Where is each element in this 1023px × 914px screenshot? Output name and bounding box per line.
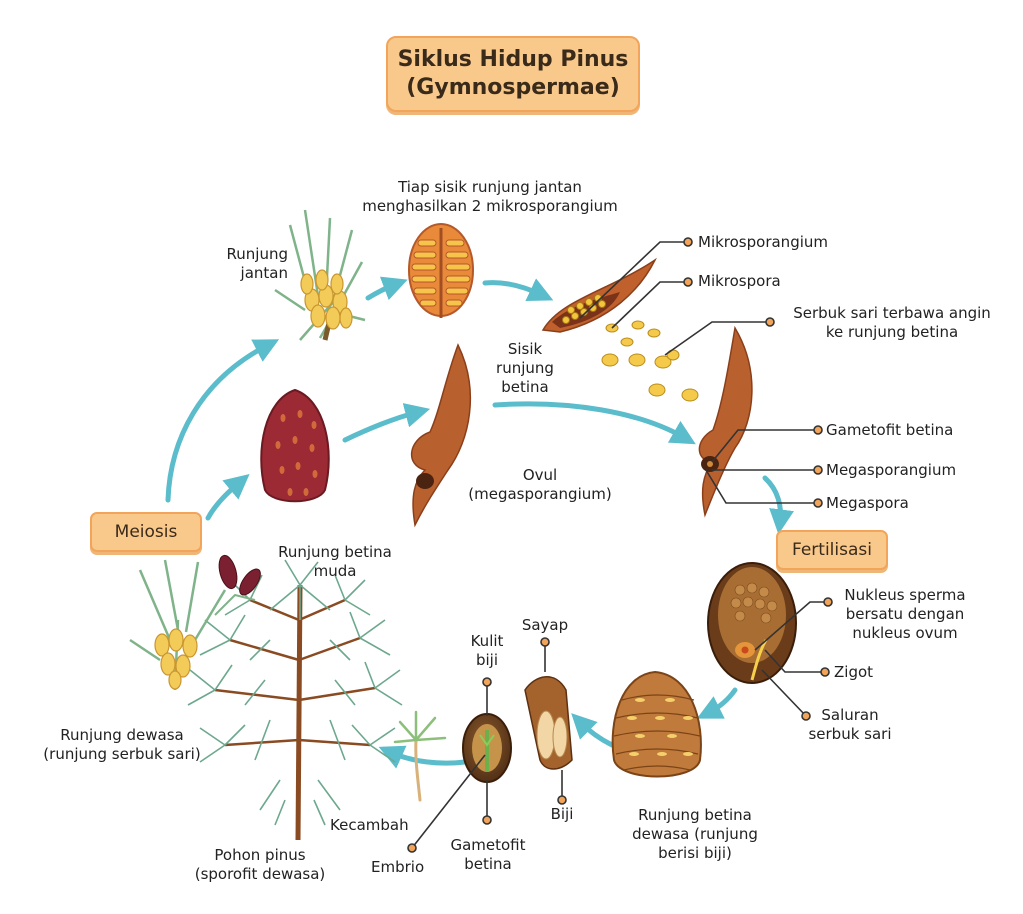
- title-box: Siklus Hidup Pinus (Gymnospermae): [386, 36, 640, 112]
- arrow-cone-to-scale: [482, 278, 554, 301]
- label-zigot: Zigot: [834, 663, 874, 681]
- label-kecambah: Kecambah: [330, 816, 409, 834]
- male-cone-branch-illustration: [274, 209, 366, 341]
- sprout-illustration: [393, 710, 447, 802]
- label-mikrospora: Mikrospora: [698, 272, 781, 290]
- pine-tree-illustration: [187, 559, 403, 841]
- pollen-grains: [601, 320, 699, 402]
- female-scale-illustration: [410, 343, 472, 528]
- label-ovul: Ovul(megasporangium): [468, 466, 612, 503]
- arrow-male-cone-to-cone: [365, 276, 408, 301]
- winged-seed-illustration: [524, 676, 573, 770]
- young-female-cone-illustration: [260, 388, 330, 503]
- arrow-seed-to-sprout: [378, 745, 468, 769]
- meiosis-tag: Meiosis: [90, 512, 202, 552]
- label-megasporangium: Megasporangium: [826, 461, 957, 479]
- seed-section-illustration: [462, 713, 512, 783]
- arrow-female-cone-to-scale: [342, 403, 431, 443]
- label-runjung-dewasa: Runjung dewasa(runjung serbuk sari): [43, 726, 201, 763]
- arrow-cone-to-seed: [571, 713, 615, 748]
- fertilisasi-tag: Fertilisasi: [776, 530, 888, 570]
- arrow-meiosis-to-male-cone: [165, 339, 280, 503]
- label-pohon-pinus: Pohon pinus(sporofit dewasa): [194, 846, 326, 883]
- label-embrio: Embrio: [371, 858, 425, 876]
- leader-lines: [407, 237, 833, 853]
- label-gametofit-betina-top: Gametofit betina: [826, 421, 954, 439]
- title-line-1: Siklus Hidup Pinus: [397, 47, 629, 72]
- arrow-meiosis-to-female-cone: [205, 473, 250, 521]
- ovule-scale-illustration: [698, 325, 753, 518]
- mature-branch-illustration: [129, 554, 261, 691]
- arrow-fertilisation-to-cone: [696, 687, 738, 719]
- cycle-arrows: [165, 276, 794, 769]
- mature-female-cone-illustration: [611, 670, 702, 778]
- arrow-ovule-to-fertilisation: [762, 475, 794, 535]
- male-scale-illustration: [541, 257, 657, 333]
- male-cone-section-illustration: [408, 223, 474, 318]
- title-line-2: (Gymnospermae): [406, 75, 620, 100]
- label-mikrosporangium: Mikrosporangium: [698, 233, 828, 251]
- label-biji: Biji: [550, 805, 574, 823]
- arrow-scale-to-ovule: [492, 401, 696, 445]
- label-megaspora: Megaspora: [826, 494, 909, 512]
- fertilised-ovule-illustration: [707, 562, 797, 684]
- label-sayap: Sayap: [521, 616, 569, 634]
